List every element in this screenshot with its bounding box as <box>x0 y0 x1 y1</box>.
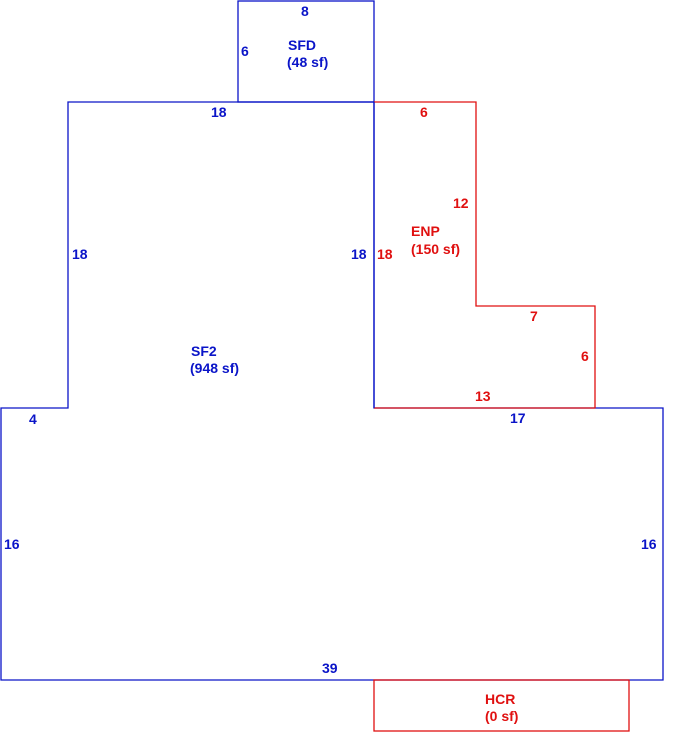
dim-sf2-right-upper: 18 <box>351 246 367 262</box>
sf2-name-label: SF2 <box>191 343 217 359</box>
hcr-outline <box>373 679 630 732</box>
dim-enp-bottom: 13 <box>475 388 491 404</box>
sf2-size-label: (948 sf) <box>190 360 239 376</box>
sfd-size-label: (48 sf) <box>287 54 328 70</box>
enp-outline <box>374 101 596 409</box>
dim-sf2-right-lower: 16 <box>641 536 657 552</box>
dim-sf2-bottom: 39 <box>322 660 338 676</box>
dim-enp-right-lower: 6 <box>581 348 589 364</box>
dim-sf2-top: 18 <box>211 104 227 120</box>
dim-sfd-top: 8 <box>301 3 309 19</box>
dim-sfd-left: 6 <box>241 43 249 59</box>
dim-enp-left: 18 <box>377 246 393 262</box>
sf2-outline <box>0 101 664 681</box>
dim-sf2-left-upper: 18 <box>72 246 88 262</box>
dim-enp-right-upper: 12 <box>453 195 469 211</box>
sfd-name-label: SFD <box>288 37 316 53</box>
dim-sf2-right-step: 17 <box>510 410 526 426</box>
dim-enp-step: 7 <box>530 308 538 324</box>
dim-enp-top: 6 <box>420 104 428 120</box>
sfd-outline <box>237 0 375 103</box>
enp-name-label: ENP <box>411 223 440 239</box>
enp-size-label: (150 sf) <box>411 241 460 257</box>
hcr-size-label: (0 sf) <box>485 708 518 724</box>
dim-sf2-left-step: 4 <box>29 411 37 427</box>
hcr-name-label: HCR <box>485 691 515 707</box>
dim-sf2-left-lower: 16 <box>4 536 20 552</box>
